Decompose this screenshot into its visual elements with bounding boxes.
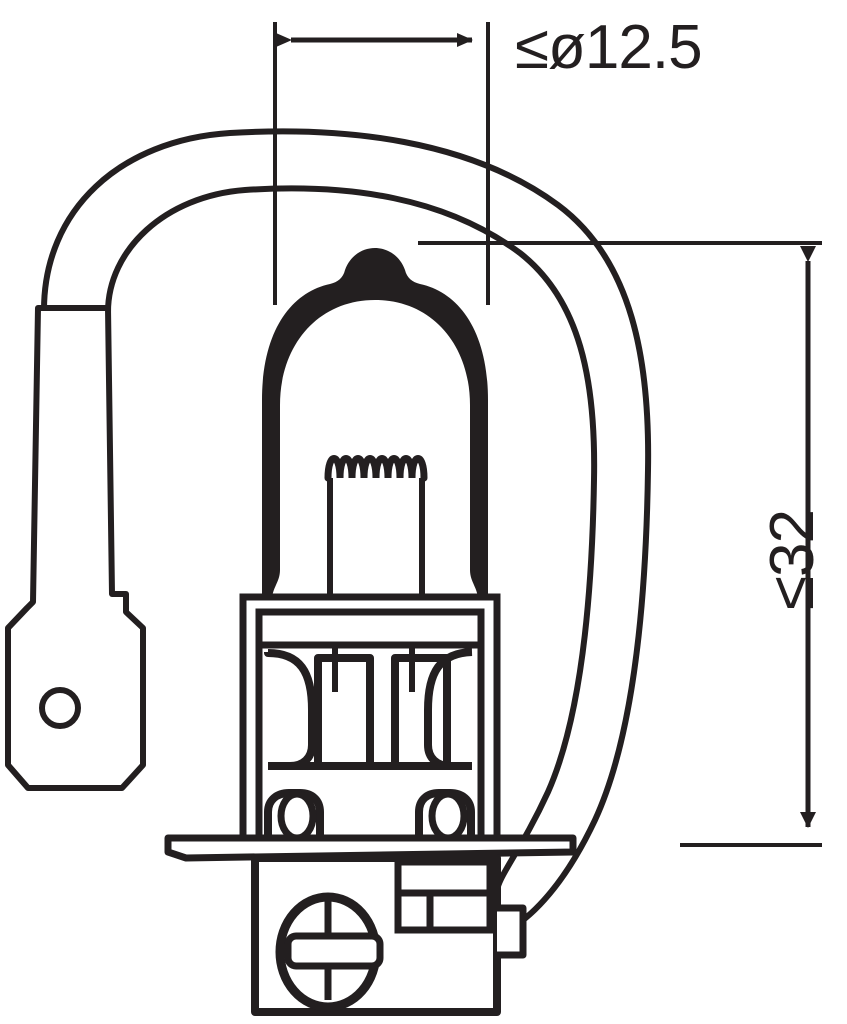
base-slot-left — [314, 654, 374, 766]
cable-entry-stub — [497, 904, 527, 959]
height-dimension-group: ≤32 — [418, 241, 827, 847]
base-body — [251, 854, 527, 1016]
filament-coil — [324, 455, 428, 482]
terminal-hole — [39, 687, 81, 729]
screw-terminal — [275, 892, 384, 1012]
cable-outer-edge — [41, 128, 652, 938]
diameter-dimension-label: ≤ø12.5 — [515, 13, 702, 82]
contact-block — [394, 858, 494, 934]
cable-inner-edge — [105, 185, 598, 897]
filament-assembly — [324, 455, 428, 600]
blade-spade-terminal — [5, 305, 146, 791]
height-dimension-label: ≤32 — [758, 510, 827, 610]
terminal-body — [5, 305, 146, 791]
lead-cable — [41, 128, 652, 938]
base-slot-right — [391, 654, 451, 766]
screw-slot-horizontal — [284, 932, 384, 970]
